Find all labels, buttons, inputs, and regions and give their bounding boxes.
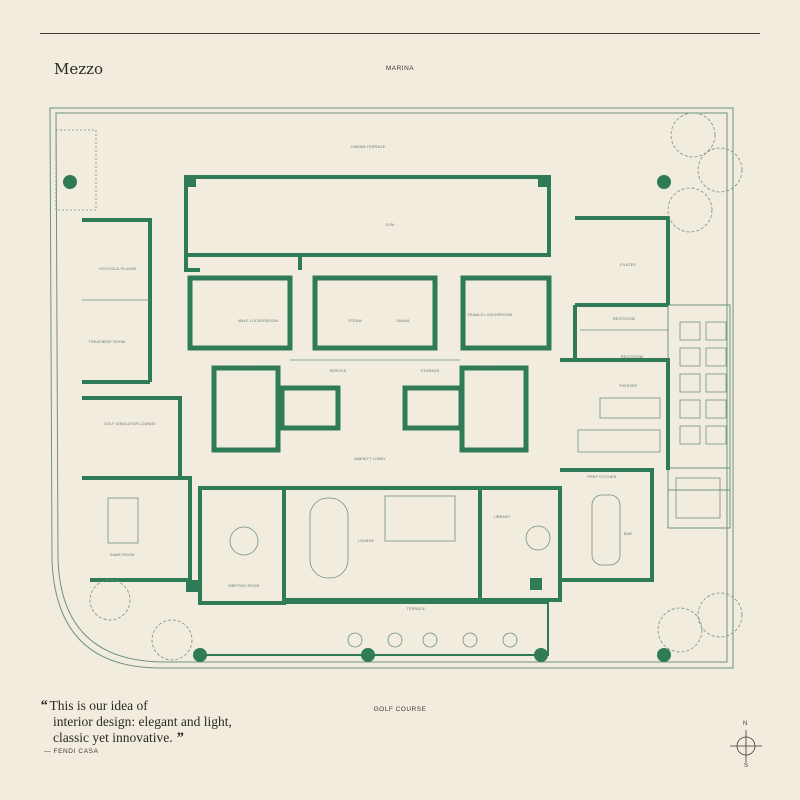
close-quote-mark: ” <box>175 730 184 746</box>
steam-sauna-wall <box>312 275 438 351</box>
compass-icon <box>730 730 762 762</box>
room-steam: STEAM <box>348 319 361 323</box>
quote-line-2: interior design: elegant and light, <box>53 714 232 729</box>
game-room-wall <box>82 476 192 582</box>
quote-line-3: classic yet innovative. <box>53 730 173 745</box>
compass-south-label: S <box>744 763 749 769</box>
room-meeting-room: MEETING ROOM <box>229 584 260 588</box>
room-pilates: PILATES <box>620 263 636 267</box>
site-boundary-inner <box>55 112 728 663</box>
site-boundary-outer <box>49 107 734 669</box>
theater-wall <box>560 358 670 470</box>
room-stair-2: STAIR 2 <box>481 365 496 369</box>
quote-line-3-wrapper: classic yet innovative. ” <box>40 730 232 746</box>
stair-1-wall <box>211 365 281 453</box>
stair-2-wall <box>459 365 529 453</box>
bar-wall <box>560 468 654 582</box>
gym-wall <box>184 175 551 257</box>
room-sauna: SAUNA <box>396 319 410 323</box>
room-library: LIBRARY <box>494 515 511 519</box>
brand-title: Mezzo <box>54 60 104 78</box>
room-prep-kitchen: PREP KITCHEN <box>588 475 617 479</box>
room-storage: STORAGE <box>421 369 440 373</box>
quote-block: “This is our idea of interior design: el… <box>40 698 232 746</box>
room-terrace: TERRACE <box>407 607 426 611</box>
elevator-1-wall <box>279 385 341 431</box>
top-rule <box>40 33 760 34</box>
room-restroom-2: RESTROOM <box>621 355 643 359</box>
room-golf-simulator: GOLF SIMULATOR LOUNGE <box>104 422 156 426</box>
quote-attribution: — FENDI CASA <box>44 748 99 755</box>
library-wall <box>480 486 562 602</box>
room-lounge: LOUNGE <box>358 539 375 543</box>
room-bar: BAR <box>624 532 632 536</box>
locker-male-wall <box>187 275 293 351</box>
elevator-2-wall <box>402 385 464 431</box>
room-amenity-lobby: AMENITY LOBBY <box>354 457 386 461</box>
pool-deck <box>667 304 731 491</box>
room-cinema-terrace: CINEMA TERRACE <box>351 145 386 149</box>
spa-area <box>667 467 731 529</box>
room-female-locker: FEMALE LOCKERROOM <box>468 313 513 317</box>
room-treatment: TREATMENT ROOM <box>89 340 126 344</box>
room-stair-1: STAIR 1 <box>243 365 258 369</box>
lounge-wall <box>284 486 482 602</box>
room-service: SERVICE <box>329 369 347 373</box>
room-hot-cold: HOT/COLD PLUNGE <box>99 267 137 271</box>
locker-female-wall <box>460 275 552 351</box>
compass-north-label: N <box>743 721 748 727</box>
pilates-wall <box>573 216 670 360</box>
orientation-top-label: MARINA <box>385 65 415 72</box>
room-gym: GYM <box>386 223 395 227</box>
orientation-bottom-label: GOLF COURSE <box>373 706 427 713</box>
open-quote-mark: “ <box>40 698 48 714</box>
terrace-wall <box>200 602 549 656</box>
west-walls <box>82 218 182 478</box>
room-male-locker: MALE LOCKERROOM <box>238 319 278 323</box>
room-game-room: GAME ROOM <box>110 553 135 557</box>
room-restroom-1: RESTROOM <box>613 317 635 321</box>
room-theater: THEATER <box>619 384 637 388</box>
quote-line-1: This is our idea of <box>49 698 148 713</box>
